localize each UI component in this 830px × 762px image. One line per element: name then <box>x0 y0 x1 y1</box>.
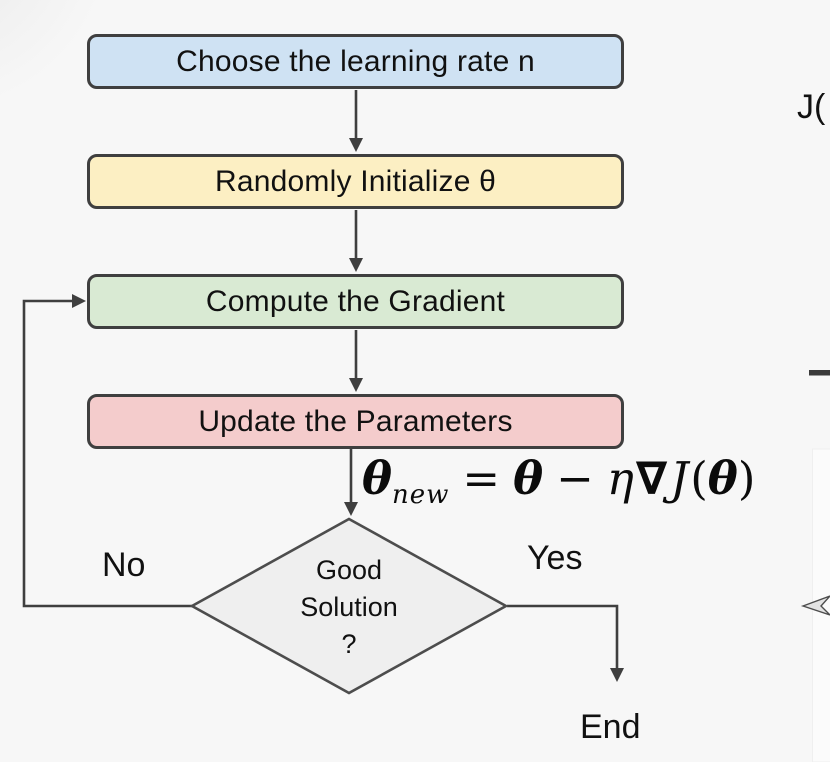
formula-theta-new: θ <box>362 452 393 505</box>
formula-theta: θ <box>513 452 544 505</box>
cropped-line-fragment <box>809 370 830 376</box>
node-choose-learning-rate: Choose the learning rate n <box>87 34 624 89</box>
node-compute-gradient: Compute the Gradient <box>87 274 624 329</box>
formula-rparen: ) <box>737 452 756 505</box>
arrow-yes-branch <box>507 604 624 682</box>
formula-minus: − <box>556 452 594 505</box>
formula-theta-arg: θ <box>707 452 738 505</box>
branch-label-no: No <box>102 546 146 584</box>
node-update-parameters: Update the Parameters <box>87 394 624 449</box>
node-randomly-initialize: Randomly Initialize θ <box>87 154 624 209</box>
arrow-choose-to-initialize <box>349 90 363 152</box>
cropped-arrowhead-fragment <box>800 595 830 616</box>
cropped-axis-label-fragment: J( <box>797 88 826 126</box>
formula-subscript: new <box>392 480 450 510</box>
arrow-no-loop <box>22 294 193 608</box>
decision-line-2: Solution <box>300 592 398 622</box>
update-rule-formula: θnew=θ−η∇J(θ) <box>362 452 755 512</box>
decision-diamond <box>189 517 509 695</box>
formula-nabla: ∇ <box>635 452 668 505</box>
formula-equals: = <box>462 452 501 505</box>
formula-function-j: J <box>670 452 689 505</box>
arrow-update-to-decision <box>344 449 358 516</box>
decision-line-1: Good <box>315 555 383 585</box>
arrow-compute-to-update <box>349 330 363 392</box>
formula-eta: η <box>606 452 634 505</box>
end-label: End <box>580 708 641 746</box>
branch-label-yes: Yes <box>527 539 583 577</box>
decision-label: Good Solution ? <box>269 552 429 663</box>
arrow-initialize-to-compute <box>349 210 363 272</box>
decision-line-3: ? <box>341 629 357 659</box>
formula-lparen: ( <box>690 452 708 505</box>
